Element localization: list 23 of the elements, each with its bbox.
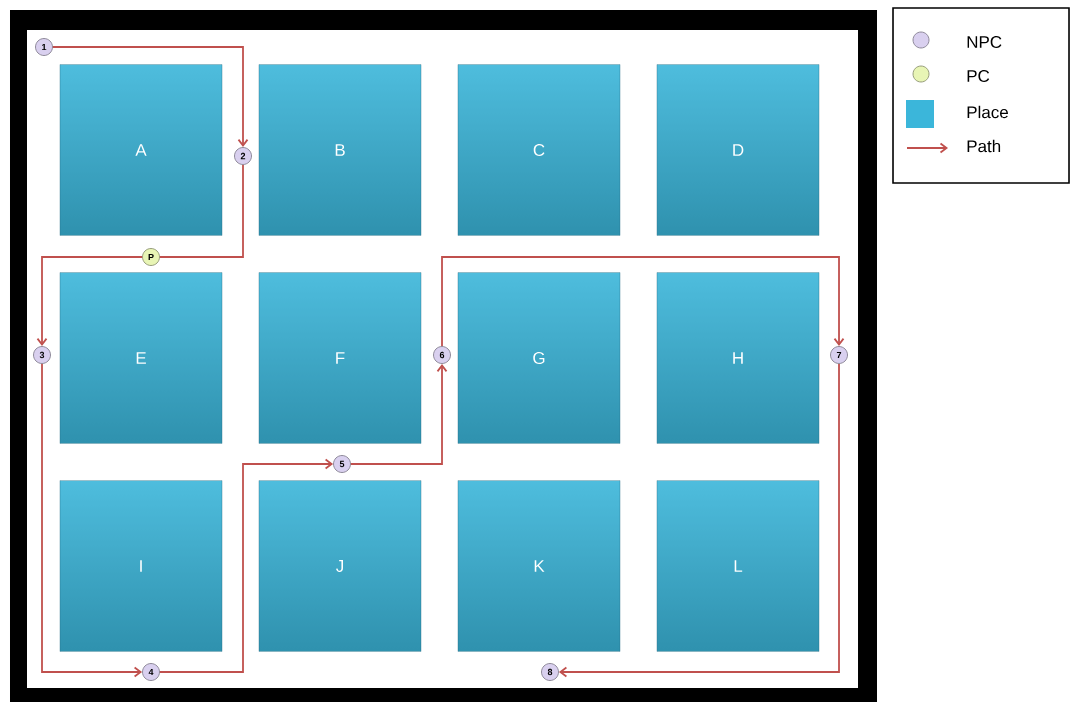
path-arrow [36, 256, 143, 347]
place-box: E [59, 272, 223, 444]
place-box: C [457, 64, 621, 236]
place-box: J [258, 480, 422, 652]
place-box: I [59, 480, 223, 652]
place-box: G [457, 272, 621, 444]
legend-label: NPC [967, 36, 1002, 49]
place-box: L [656, 480, 820, 652]
path-arrow [159, 458, 334, 673]
legend-label: Path [967, 139, 1001, 153]
place-box: F [258, 272, 422, 444]
path-arrow [41, 363, 143, 678]
place-box: B [258, 64, 422, 236]
path-arrow [350, 363, 448, 465]
legend-label: Place [967, 105, 1008, 119]
place-box: D [656, 64, 820, 236]
path-arrow [558, 363, 840, 678]
legend-label: PC [967, 70, 990, 83]
path-arrow [441, 256, 845, 347]
place-box: K [457, 480, 621, 652]
place-box: A [59, 64, 223, 236]
path-arrow [52, 46, 249, 148]
place-box: H [656, 272, 820, 444]
